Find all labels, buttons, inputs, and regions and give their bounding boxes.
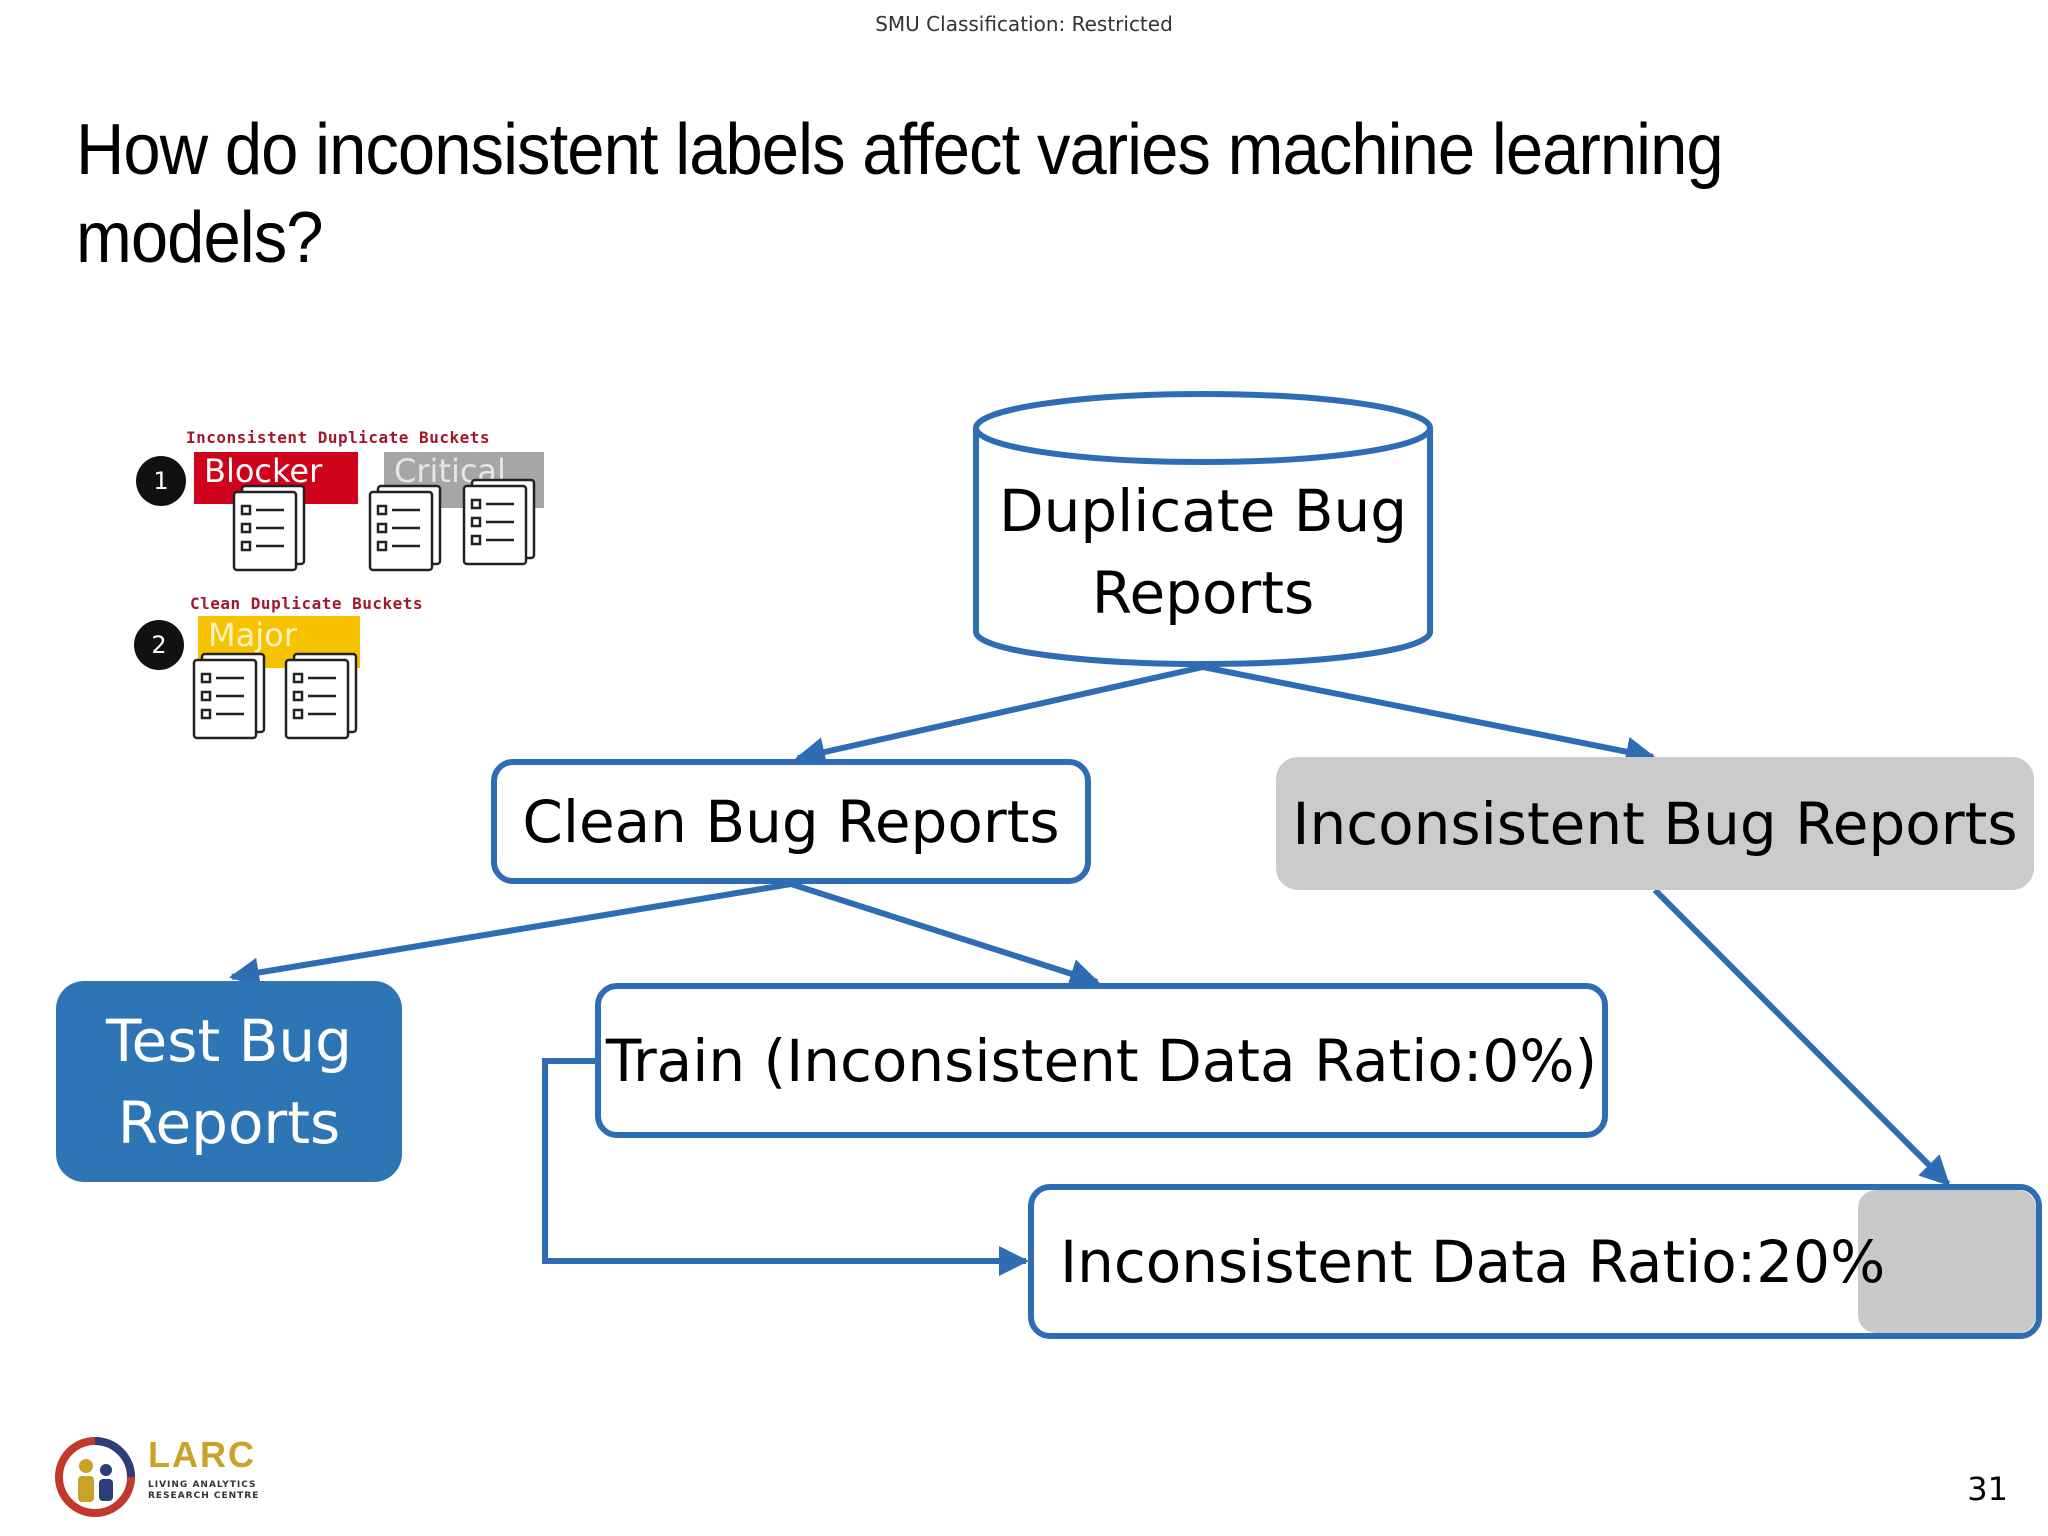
page-number: 31 (1967, 1470, 2008, 1508)
step-2-badge: 2 (134, 620, 184, 670)
arrow-db-to-inconsistent (1202, 664, 1656, 767)
slide-title: How do inconsistent labels affect varies… (76, 110, 1724, 278)
arrow-clean-to-train (790, 881, 1100, 989)
document-stack-icon (232, 484, 306, 572)
inconsistent-buckets-title: Inconsistent Duplicate Buckets (186, 428, 490, 447)
inconsistent-ratio-20-box: Inconsistent Data Ratio:20% (1028, 1184, 2042, 1339)
test-bug-reports-box: Test Bug Reports (56, 981, 402, 1182)
train-box: Train (Inconsistent Data Ratio:0%) (595, 983, 1608, 1138)
document-stack-icon (368, 484, 442, 572)
step-1-badge: 1 (136, 456, 186, 506)
logo-wordmark: LARC (148, 1434, 256, 1475)
arrow-db-to-clean (795, 664, 1204, 767)
document-stack-icon (284, 652, 358, 740)
buckets-illustration: Inconsistent Duplicate Buckets 1 Blocker… (130, 420, 550, 760)
clean-bug-reports-box: Clean Bug Reports (491, 759, 1091, 884)
classification-label: SMU Classification: Restricted (875, 12, 1173, 36)
larc-logo: LARC LIVING ANALYTICS RESEARCH CENTRE (52, 1432, 292, 1522)
ratio-grey-segment (1858, 1190, 2036, 1333)
logo-subtitle: LIVING ANALYTICS RESEARCH CENTRE (148, 1480, 260, 1501)
arrow-train-to-ratio (542, 1058, 1029, 1276)
document-stack-icon (462, 478, 536, 566)
arrow-inconsistent-to-ratio (1652, 887, 1951, 1187)
inconsistent-bug-reports-box: Inconsistent Bug Reports (1276, 757, 2034, 890)
clean-buckets-title: Clean Duplicate Buckets (190, 594, 424, 613)
document-stack-icon (192, 652, 266, 740)
arrow-clean-to-test (229, 881, 792, 988)
blocker-tag: Blocker (194, 452, 358, 504)
duplicate-bug-reports-label: Duplicate Bug Reports (998, 477, 1408, 627)
database-cylinder (973, 391, 1433, 667)
